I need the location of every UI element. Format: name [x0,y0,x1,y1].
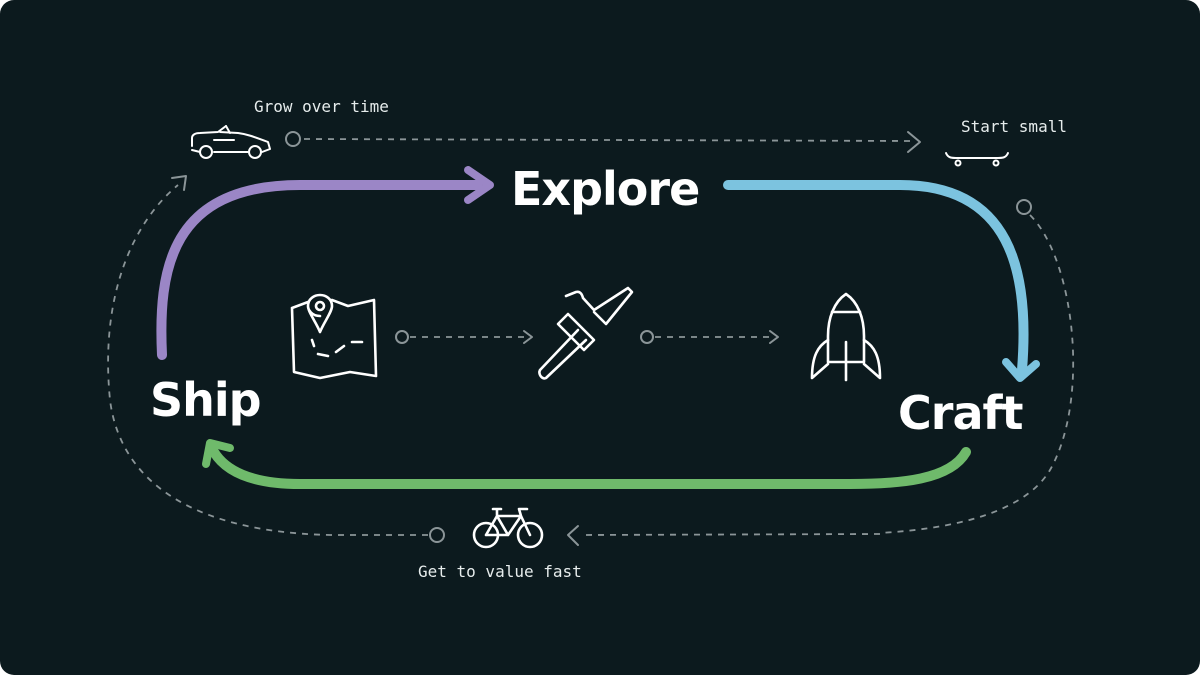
note-get-to-value-fast: Get to value fast [418,562,582,581]
note-grow-over-time: Grow over time [254,97,389,116]
hammer-icon [538,286,634,380]
note-start-small: Start small [961,117,1067,136]
dashed-line-bottom [579,533,881,536]
arrowhead-hammer-to-rocket [769,330,779,344]
node-map-to-hammer [395,330,409,344]
cycle-arrows [156,166,1040,489]
dashed-arrowhead-left [171,175,187,191]
stage-label-ship: Ship [150,373,261,427]
car-icon [191,125,271,159]
arrowhead-map-to-hammer [523,330,533,344]
dashed-line-top [303,138,913,142]
node-top-left [285,131,301,147]
outer-dashed-loop [107,131,1075,546]
skateboard-icon [945,152,1009,167]
inner-connectors [395,330,779,344]
rocket-icon [810,292,882,382]
map-pin-icon [290,293,378,380]
node-right [1016,199,1032,215]
bicycle-icon [472,507,544,549]
dashed-arrowhead-bottom [567,525,579,546]
purple-arrow [156,180,483,360]
node-hammer-to-rocket [640,330,654,344]
dashed-arc-left [107,184,428,536]
stage-label-explore: Explore [511,162,699,216]
purple-arrowhead [464,166,494,204]
blue-arrowhead [1002,358,1040,382]
stage-label-craft: Craft [898,386,1023,440]
green-arrow [209,447,971,489]
node-bottom [429,527,445,543]
blue-arrow [723,180,1029,375]
dashed-arrowhead-top [907,131,921,153]
green-arrowhead [202,439,234,468]
dashed-arc-right [879,214,1075,534]
